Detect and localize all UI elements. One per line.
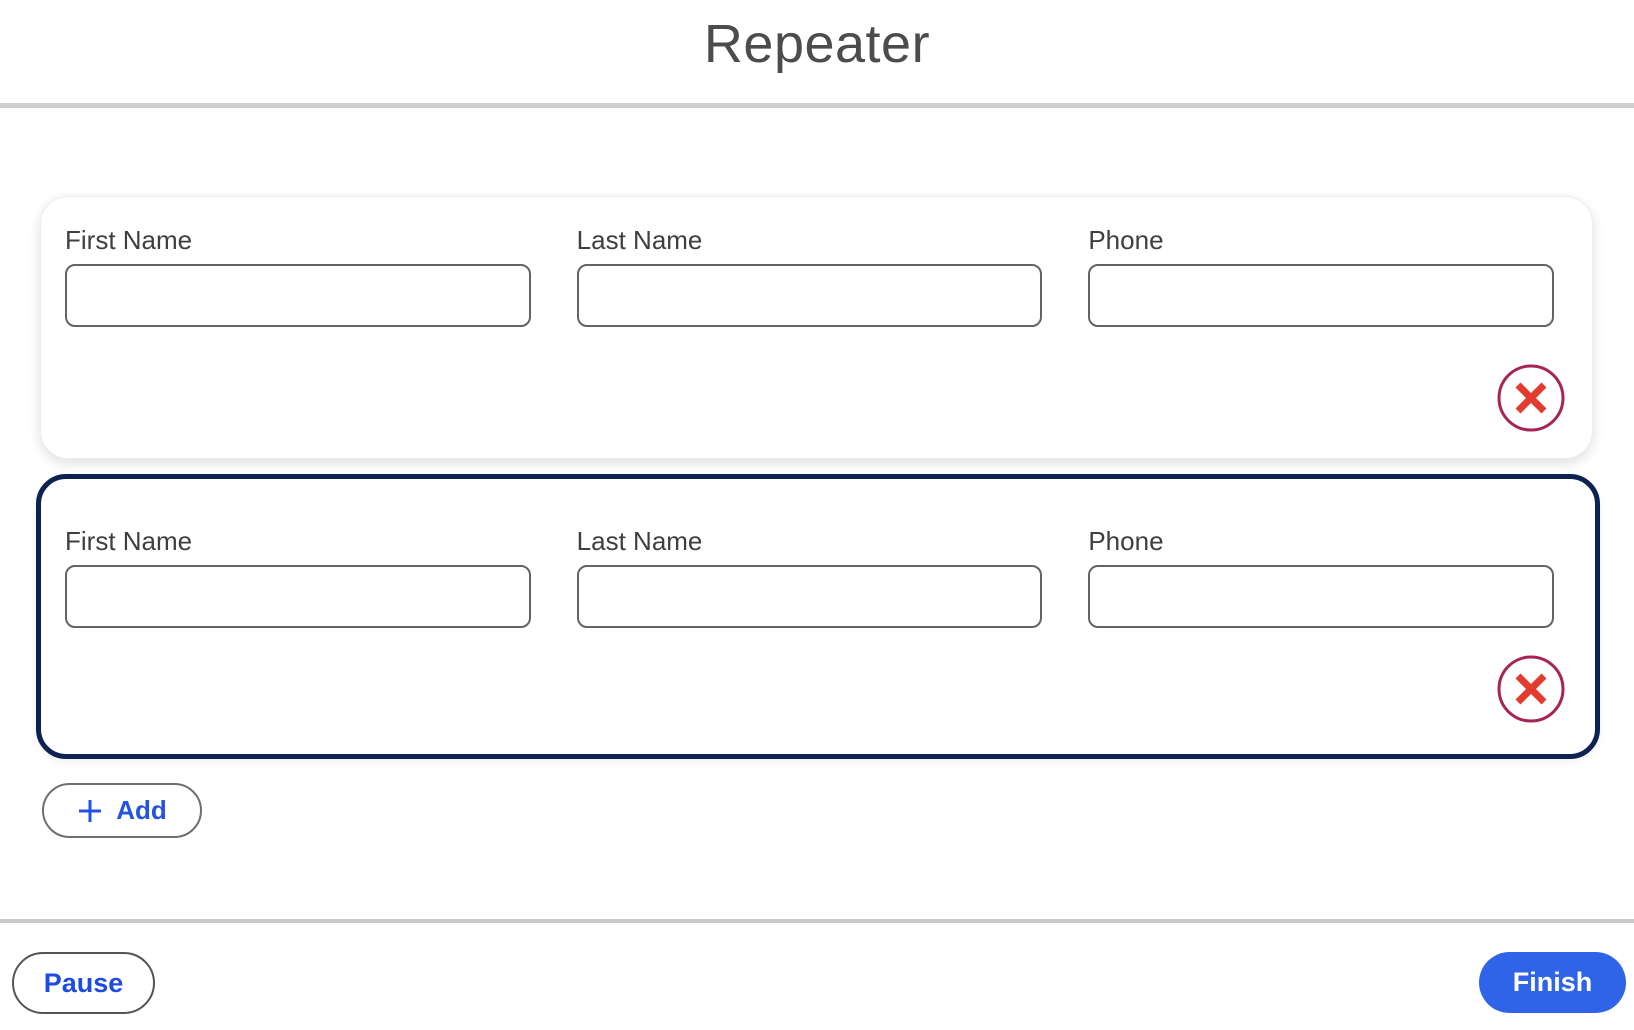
phone-label: Phone bbox=[1088, 526, 1164, 556]
circle-x-icon bbox=[1497, 655, 1565, 723]
field-phone: Phone bbox=[1088, 525, 1555, 628]
circle-x-icon bbox=[1497, 364, 1565, 432]
first-name-label: First Name bbox=[65, 526, 193, 556]
page-title: Repeater bbox=[703, 14, 931, 74]
remove-row bbox=[65, 655, 1565, 723]
phone-input[interactable] bbox=[1088, 264, 1555, 327]
last-name-label: Last Name bbox=[576, 225, 703, 255]
header-divider bbox=[0, 103, 1634, 108]
pause-button[interactable]: Pause bbox=[12, 952, 155, 1014]
phone-label: Phone bbox=[1088, 225, 1164, 255]
repeater-row-2-selected: First Name Last Name Phone bbox=[36, 474, 1600, 759]
remove-row bbox=[65, 364, 1565, 432]
add-row-button[interactable]: Add bbox=[42, 783, 202, 838]
field-group: First Name Last Name Phone bbox=[65, 224, 1555, 327]
header: Repeater bbox=[0, 0, 1634, 103]
finish-button[interactable]: Finish bbox=[1479, 952, 1626, 1013]
plus-icon bbox=[79, 799, 102, 822]
phone-input[interactable] bbox=[1088, 565, 1555, 628]
last-name-input[interactable] bbox=[576, 565, 1043, 628]
footer: Pause Finish bbox=[0, 923, 1634, 1014]
field-first-name: First Name bbox=[65, 224, 531, 327]
field-phone: Phone bbox=[1088, 224, 1555, 327]
footer-divider bbox=[0, 919, 1634, 923]
add-button-label: Add bbox=[116, 795, 167, 825]
last-name-input[interactable] bbox=[576, 264, 1043, 327]
field-group: First Name Last Name Phone bbox=[65, 525, 1555, 628]
repeater-row-1: First Name Last Name Phone bbox=[40, 196, 1593, 459]
remove-row-button[interactable] bbox=[1497, 655, 1565, 723]
field-last-name: Last Name bbox=[576, 224, 1043, 327]
first-name-label: First Name bbox=[65, 225, 193, 255]
last-name-label: Last Name bbox=[576, 526, 703, 556]
field-last-name: Last Name bbox=[576, 525, 1043, 628]
remove-row-button[interactable] bbox=[1497, 364, 1565, 432]
first-name-input[interactable] bbox=[65, 565, 531, 628]
field-first-name: First Name bbox=[65, 525, 531, 628]
first-name-input[interactable] bbox=[65, 264, 531, 327]
